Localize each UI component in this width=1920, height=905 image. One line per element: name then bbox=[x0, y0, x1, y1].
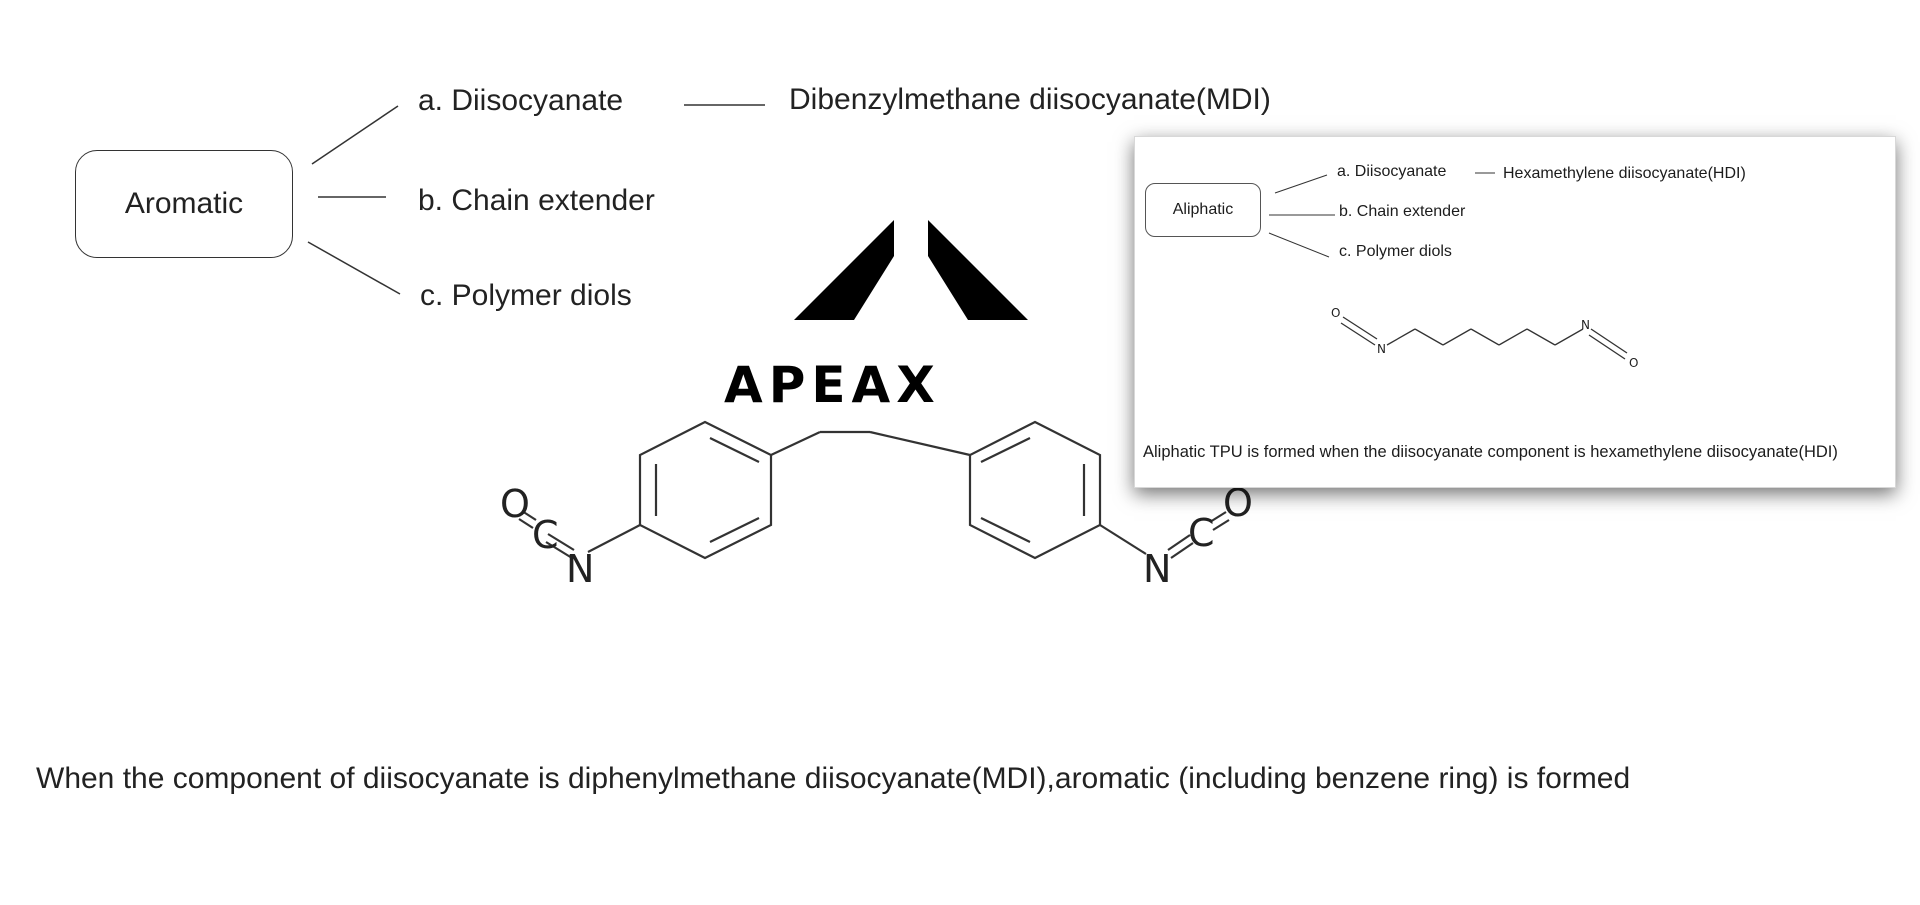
aliphatic-branch-a: a. Diisocyanate bbox=[1337, 163, 1447, 180]
hdi-atom-o-right: O bbox=[1629, 356, 1638, 370]
aliphatic-node: Aliphatic bbox=[1145, 183, 1261, 237]
aliphatic-inset-panel: Aliphatic a. Diisocyanate Hexamethylene … bbox=[1134, 136, 1896, 488]
branch-line-a bbox=[311, 105, 399, 165]
mdi-structure: O C N N C O bbox=[500, 420, 1253, 591]
aromatic-branch-a: a. Diisocyanate bbox=[418, 84, 624, 117]
atom-n-left: N bbox=[566, 547, 594, 591]
hdi-atom-n-left: N bbox=[1377, 342, 1386, 356]
aromatic-caption: When the component of diisocyanate is di… bbox=[36, 762, 1631, 795]
atom-c-right: C bbox=[1188, 511, 1215, 555]
hdi-structure: O N N O bbox=[1331, 306, 1638, 370]
aliphatic-branch-b: b. Chain extender bbox=[1339, 203, 1466, 220]
aliphatic-compound-hdi: Hexamethylene diisocyanate(HDI) bbox=[1503, 165, 1746, 182]
atom-o-right: O bbox=[1223, 481, 1253, 525]
aromatic-compound-mdi: Dibenzylmethane diisocyanate(MDI) bbox=[789, 83, 1271, 116]
atom-c-left: C bbox=[532, 513, 559, 557]
hdi-atom-n-right: N bbox=[1581, 318, 1590, 332]
hdi-atom-o-left: O bbox=[1331, 306, 1340, 320]
aliphatic-caption: Aliphatic TPU is formed when the diisocy… bbox=[1143, 443, 1838, 461]
aliphatic-branch-lines bbox=[1268, 172, 1495, 258]
atom-o-left: O bbox=[500, 482, 530, 526]
atom-n-right: N bbox=[1143, 547, 1171, 591]
aliphatic-label: Aliphatic bbox=[1172, 201, 1234, 218]
benzene-ring-left bbox=[638, 420, 773, 560]
branch-line-c bbox=[307, 241, 401, 295]
aromatic-node: Aromatic bbox=[75, 150, 293, 258]
aromatic-label: Aromatic bbox=[124, 187, 244, 220]
benzene-ring-right bbox=[968, 420, 1102, 560]
aromatic-branch-b: b. Chain extender bbox=[418, 184, 655, 217]
aromatic-branch-c: c. Polymer diols bbox=[420, 279, 632, 312]
apeax-logo-icon bbox=[794, 220, 1028, 320]
aliphatic-branch-c: c. Polymer diols bbox=[1339, 243, 1452, 260]
apeax-logo-text: APEAX bbox=[724, 356, 941, 414]
